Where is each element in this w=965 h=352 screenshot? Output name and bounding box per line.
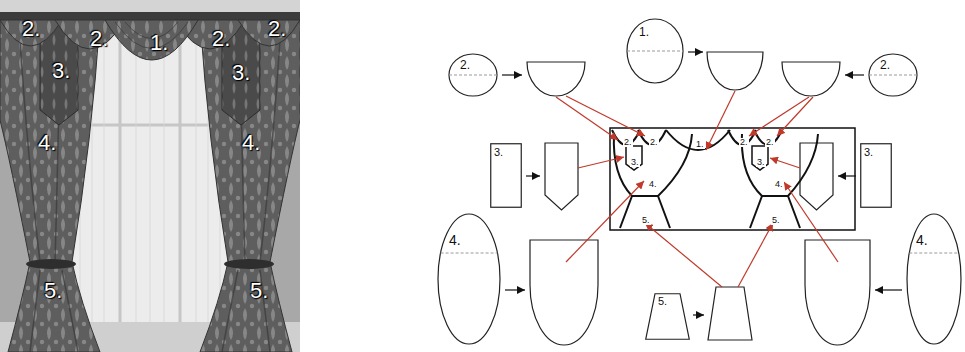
label-holder: 1. (695, 133, 705, 151)
label-holder: 2. (90, 28, 108, 50)
callout-number: 1. (150, 32, 168, 54)
label-holder: 2. (765, 131, 775, 149)
cut-arrows (502, 52, 902, 315)
pattern-ellipse: 4. (437, 213, 501, 345)
placement-arrows (556, 91, 838, 287)
pattern-circle: 2. (448, 53, 498, 97)
label-holder: 5. (44, 280, 62, 302)
callout-number: 5. (641, 216, 651, 225)
part-number: 2. (460, 59, 470, 71)
pattern-ellipse-outline (437, 213, 501, 345)
cut-pieces (527, 52, 870, 345)
label-holder: 3. (756, 151, 766, 169)
callout-number: 3. (52, 60, 70, 82)
pattern-ellipse: 4. (906, 213, 962, 345)
pattern-circle-outline (626, 18, 684, 84)
part-number: 4. (916, 233, 928, 247)
label-holder: 4. (774, 173, 784, 191)
callout-number: 2. (212, 28, 230, 50)
pattern-circle: 1. (626, 18, 684, 84)
pattern-ellipse-outline (906, 213, 962, 345)
part-number: 3. (864, 147, 873, 158)
callout-number: 4. (242, 132, 260, 154)
callout-number: 3. (630, 158, 640, 167)
label-holder: 5. (250, 280, 268, 302)
pattern-rectangle: 3. (860, 143, 892, 208)
pattern-trapezoid-outline (645, 293, 690, 340)
part-number: 2. (880, 59, 890, 71)
callout-number: 3. (756, 158, 766, 167)
label-holder: 2. (212, 28, 230, 50)
callout-number: 2. (765, 138, 775, 147)
label-holder: 4. (38, 132, 56, 154)
callout-number: 4. (648, 180, 658, 189)
label-holder: 3. (232, 62, 250, 84)
callout-number: 2. (739, 138, 749, 147)
callout-number: 5. (250, 280, 268, 302)
label-holder: 5. (771, 209, 781, 227)
label-holder: 2. (739, 131, 749, 149)
label-holder: 2. (268, 18, 286, 40)
callout-number: 1. (695, 140, 705, 149)
label-holder: 2. (623, 131, 633, 149)
callout-number: 2. (22, 18, 40, 40)
label-holder: 4. (242, 132, 260, 154)
part-number: 4. (449, 233, 461, 247)
part-number: 1. (639, 26, 649, 38)
label-holder: 2. (649, 131, 659, 149)
callout-number: 4. (38, 132, 56, 154)
pattern-trapezoid: 5. (645, 293, 690, 340)
part-number: 3. (494, 147, 503, 158)
callout-number: 4. (774, 180, 784, 189)
label-holder: 4. (648, 173, 658, 191)
part-number: 5. (658, 296, 667, 307)
callout-number: 5. (771, 216, 781, 225)
pattern-circle-outline (448, 53, 498, 97)
pattern-rectangle: 3. (490, 143, 522, 208)
assembled-curtain (610, 128, 855, 230)
callout-number: 2. (649, 138, 659, 147)
callout-number: 2. (623, 138, 633, 147)
callout-number: 3. (232, 62, 250, 84)
label-holder: 2. (22, 18, 40, 40)
label-holder: 3. (52, 60, 70, 82)
pattern-circle-outline (868, 53, 918, 97)
callout-number: 2. (90, 28, 108, 50)
label-holder: 1. (150, 32, 168, 54)
callout-number: 2. (268, 18, 286, 40)
callout-number: 5. (44, 280, 62, 302)
label-holder: 5. (641, 209, 651, 227)
label-holder: 3. (630, 151, 640, 169)
pattern-circle: 2. (868, 53, 918, 97)
